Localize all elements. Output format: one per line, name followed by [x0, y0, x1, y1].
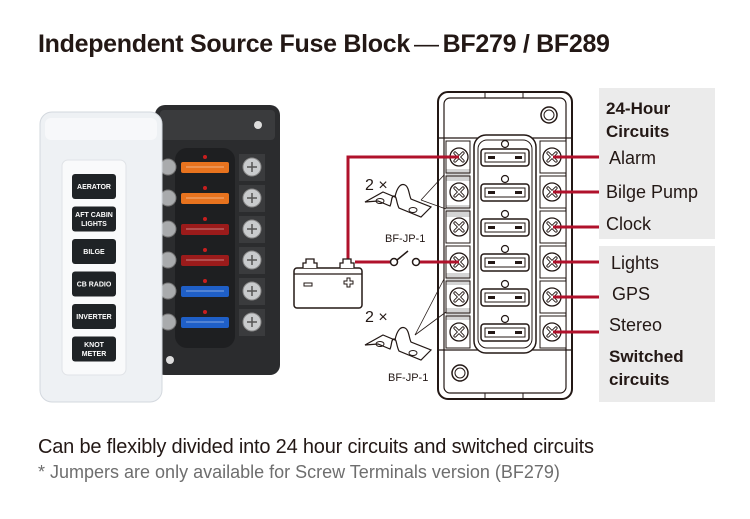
led-indicator: [203, 279, 207, 283]
fuse-slot: [480, 209, 530, 237]
circuit-label-alarm: Alarm: [609, 148, 657, 168]
jumper-bar: [446, 169, 470, 181]
cover-label: AFT CABIN LIGHTS: [72, 206, 116, 232]
screw-terminal-icon: [449, 217, 469, 237]
led-indicator: [203, 155, 207, 159]
svg-text:AFT CABIN: AFT CABIN: [75, 212, 113, 219]
led-indicator: [203, 186, 207, 190]
fuse-slot: [480, 174, 530, 202]
svg-text:BILGE: BILGE: [83, 249, 105, 256]
cover-label: CB RADIO: [72, 271, 116, 297]
screw-terminal-icon: [542, 147, 562, 167]
led-indicator: [203, 248, 207, 252]
screw-terminal-icon: [449, 287, 469, 307]
heading-24-hour: 24-Hour Circuits: [606, 99, 671, 141]
page-title: Independent Source Fuse Block—BF279 / BF…: [38, 30, 610, 59]
fuse-slot: [480, 139, 530, 167]
circuit-label-bilge-pump: Bilge Pump: [606, 182, 699, 202]
fuse-slot: [480, 314, 530, 342]
panel-switched: [599, 246, 715, 402]
mount-hole-icon: [166, 356, 174, 364]
screw-terminal-icon: [449, 322, 469, 342]
jumper-bar: [446, 308, 470, 320]
circuit-label-gps: GPS: [612, 284, 651, 304]
battery-icon: [293, 258, 363, 309]
mount-hole-icon: [451, 364, 469, 382]
cover-label: INVERTER: [72, 304, 116, 329]
led-indicator: [203, 310, 207, 314]
jumper-icon: [364, 278, 447, 361]
battery-direct-wire: [346, 155, 459, 261]
circuit-label-lights: Lights: [611, 253, 660, 273]
cover-label: KNOT METER: [72, 336, 116, 362]
blade-fuse[interactable]: [181, 162, 229, 173]
blade-fuse[interactable]: [181, 255, 229, 266]
panel-24-hour: [599, 88, 715, 239]
screw-terminal-icon: [542, 322, 562, 342]
footnote: * Jumpers are only available for Screw T…: [38, 462, 560, 482]
blade-fuse[interactable]: [181, 286, 229, 297]
title-separator: —: [413, 30, 439, 58]
photo-fuses: [181, 155, 229, 328]
mount-hole-icon: [254, 121, 262, 129]
heading-switched: Switched circuits: [609, 347, 684, 389]
blade-fuse[interactable]: [181, 224, 229, 235]
blade-fuse[interactable]: [181, 317, 229, 328]
jumper-bar: [446, 273, 470, 285]
jumper-icon: [364, 174, 447, 218]
title-main: Independent Source Fuse Block: [38, 30, 410, 58]
circuit-label-stereo: Stereo: [609, 315, 663, 335]
svg-text:CB RADIO: CB RADIO: [77, 282, 112, 289]
caption: Can be flexibly divided into 24 hour cir…: [38, 436, 594, 458]
led-indicator: [203, 217, 207, 221]
svg-text:LIGHTS: LIGHTS: [81, 221, 107, 228]
svg-text:INVERTER: INVERTER: [76, 314, 111, 321]
title-models: BF279 / BF289: [442, 30, 610, 58]
cover-label: BILGE: [72, 239, 116, 264]
fuse-slot: [480, 279, 530, 307]
screw-terminal-icon: [542, 287, 562, 307]
svg-text:KNOT: KNOT: [84, 342, 105, 349]
svg-text:AERATOR: AERATOR: [77, 184, 111, 191]
jumper-label-top: BF-JP-1: [385, 233, 425, 245]
cover-label: AERATOR: [72, 174, 116, 199]
screw-terminal-icon: [449, 182, 469, 202]
cover-labels: AERATOR AFT CABIN LIGHTS BILGE CB RADIO INVER…: [72, 174, 116, 362]
fuse-slot: [480, 244, 530, 272]
switch-icon: [389, 257, 399, 267]
jumper-count-bottom: 2 ×: [365, 309, 388, 326]
blade-fuse[interactable]: [181, 193, 229, 204]
jumper-count-top: 2 ×: [365, 177, 388, 194]
svg-text:METER: METER: [82, 351, 107, 358]
mount-hole-icon: [540, 106, 558, 124]
photo-screws: [159, 154, 265, 336]
screw-terminal-icon: [542, 182, 562, 202]
jumper-label-bottom: BF-JP-1: [388, 372, 428, 384]
diagram-rows: [445, 139, 601, 349]
circuit-label-clock: Clock: [606, 214, 652, 234]
